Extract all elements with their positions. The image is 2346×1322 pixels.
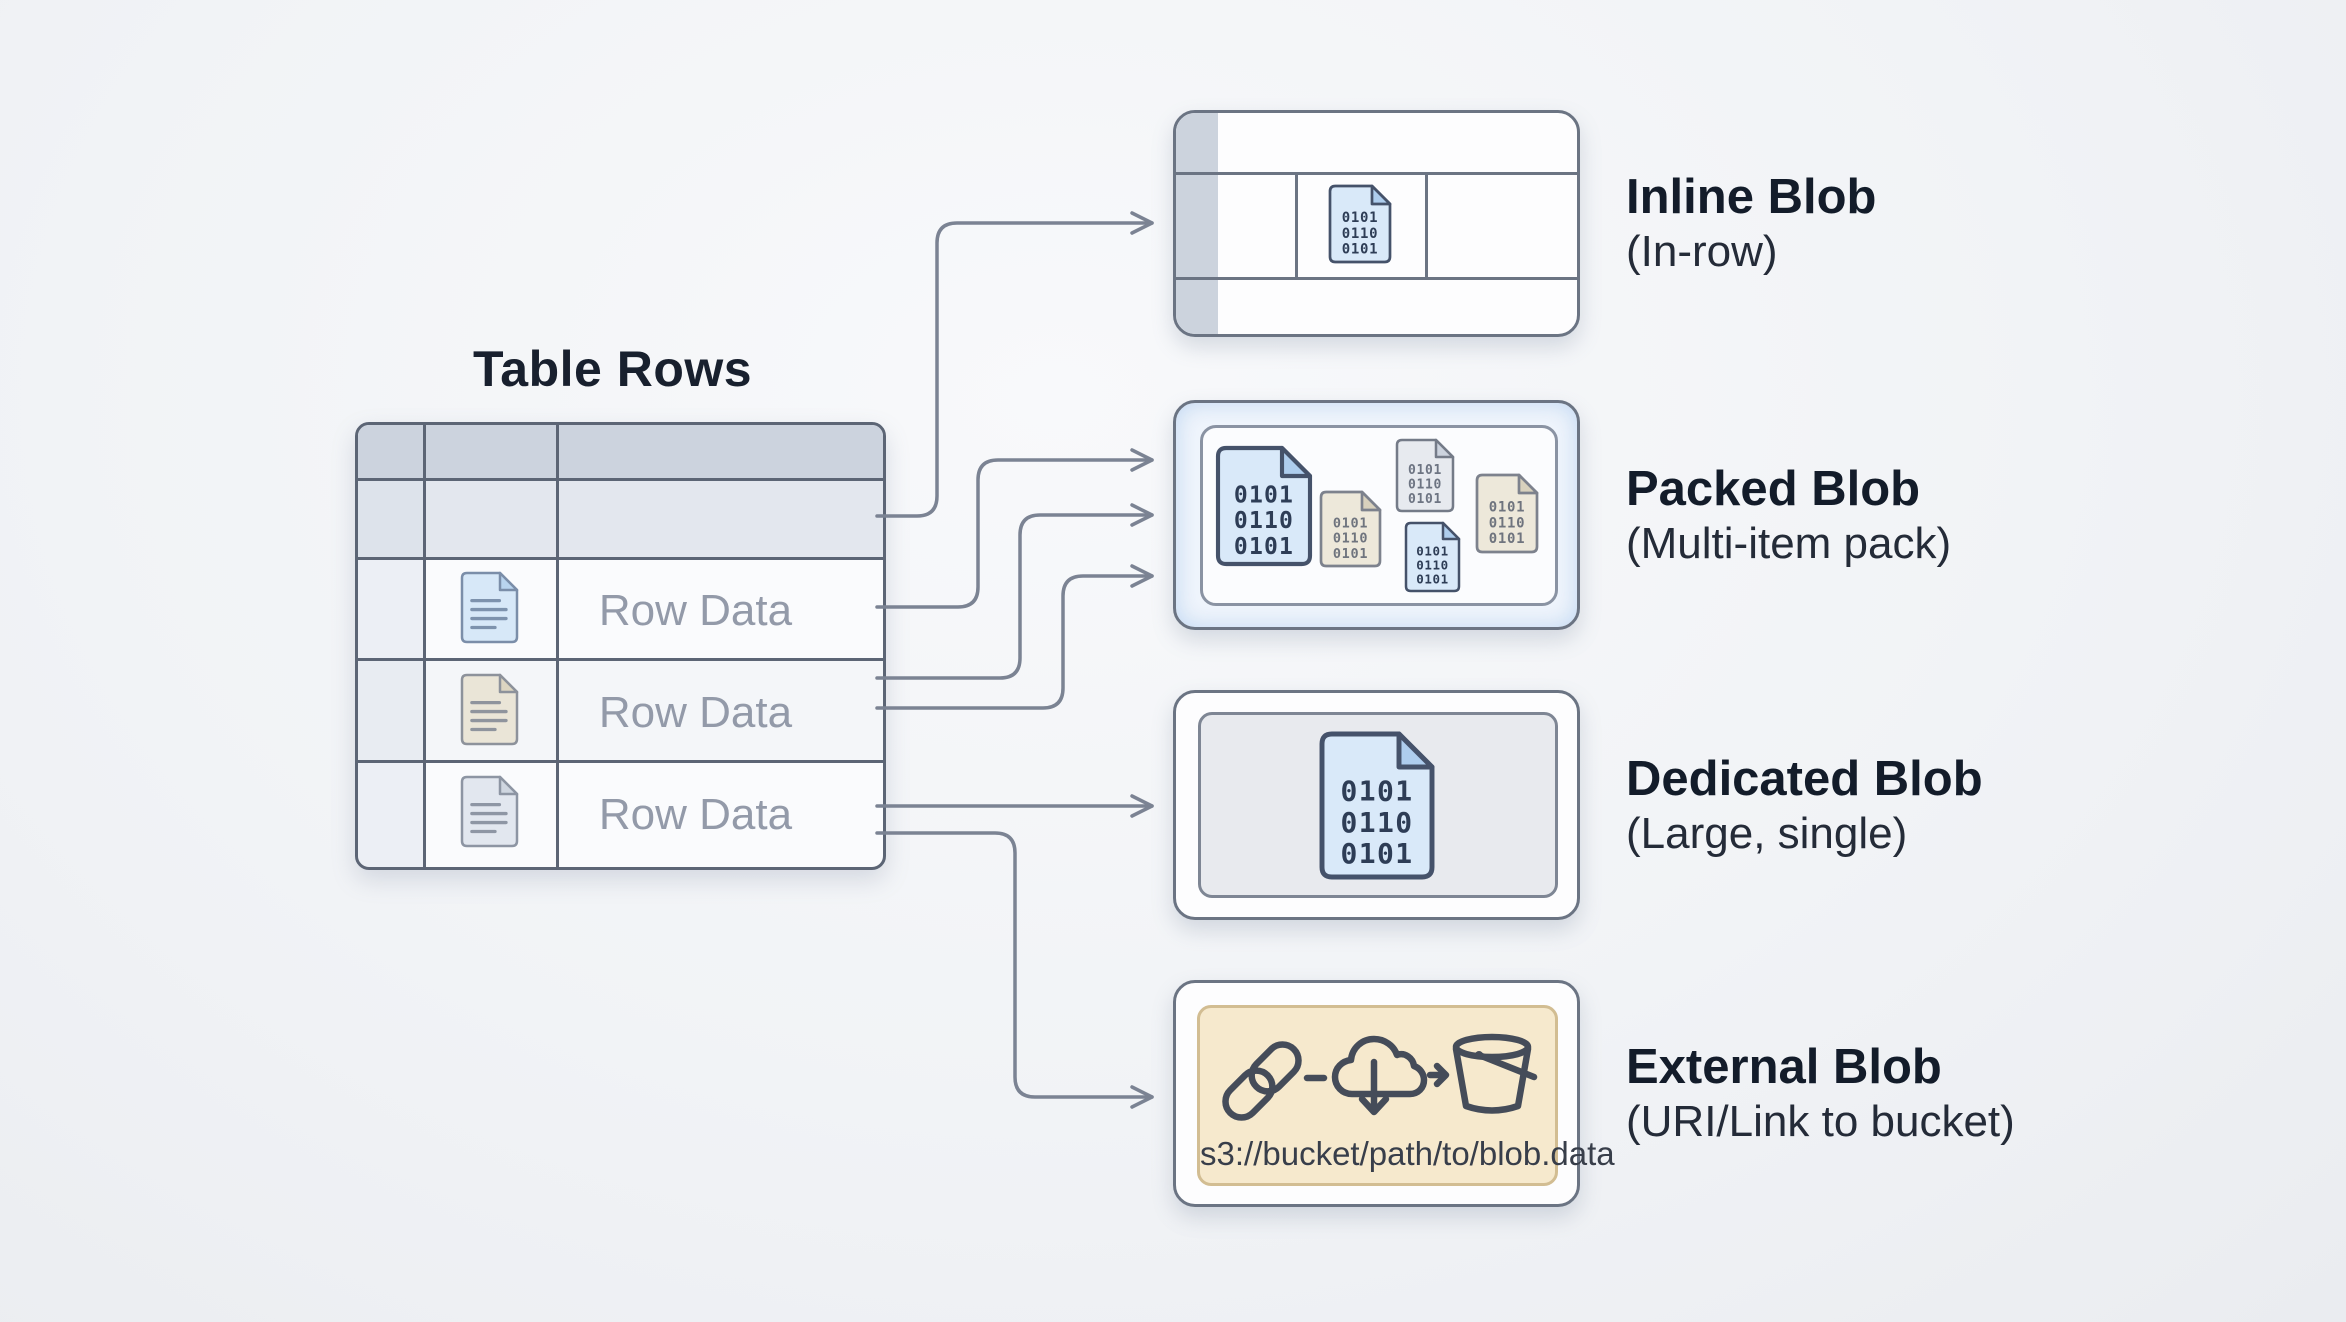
external-blob-label: External Blob (URI/Link to bucket) xyxy=(1626,1031,2266,1155)
inline-mini-table-left-column xyxy=(1176,113,1218,334)
dedicated-blob-inner-container xyxy=(1198,712,1558,898)
dedicated-blob-label: Dedicated Blob (Large, single) xyxy=(1626,743,2266,867)
table-rows-widget xyxy=(355,422,886,870)
arrow-row3-to-external xyxy=(875,831,1154,1109)
arrow-row2-to-packed-b xyxy=(875,564,1154,710)
external-blob-title: External Blob xyxy=(1626,1040,1942,1094)
packed-blob-title: Packed Blob xyxy=(1626,462,1921,516)
inline-mini-table-line-1 xyxy=(1176,172,1577,175)
table-rows-title: Table Rows xyxy=(472,341,753,397)
arrow-emptyrow-to-inline xyxy=(875,211,1154,518)
s3-uri-text: s3://bucket/path/to/blob.data xyxy=(1200,1135,1615,1172)
packed-blob-subtitle: (Multi-item pack) xyxy=(1626,519,1952,568)
table-column-divider-2 xyxy=(556,425,559,867)
external-blob-inner-container: s3://bucket/path/to/blob.data xyxy=(1197,1005,1615,1186)
inline-blob-label: Inline Blob (In-row) xyxy=(1626,161,2266,285)
inline-blob-subtitle: (In-row) xyxy=(1626,227,1778,276)
table-row-divider-4 xyxy=(358,760,883,763)
external-blob-subtitle: (URI/Link to bucket) xyxy=(1626,1097,2015,1146)
packed-blob-box xyxy=(1173,400,1580,630)
dedicated-blob-box xyxy=(1173,690,1580,920)
dedicated-blob-title: Dedicated Blob xyxy=(1626,752,1983,806)
packed-blob-label: Packed Blob (Multi-item pack) xyxy=(1626,453,2266,577)
inline-blob-title: Inline Blob xyxy=(1626,170,1877,224)
table-row2-band xyxy=(358,661,883,760)
arrow-row1-to-packed xyxy=(875,448,1154,609)
table-header-row xyxy=(358,425,883,478)
inline-mini-table-line-2 xyxy=(1176,277,1577,280)
dedicated-blob-subtitle: (Large, single) xyxy=(1626,809,1908,858)
arrow-row2-to-packed-a xyxy=(875,503,1154,680)
connector-arrows xyxy=(875,211,1154,1109)
table-left-column xyxy=(358,481,423,867)
inline-mini-table-cell-left xyxy=(1295,172,1298,280)
table-column-divider-1 xyxy=(423,425,426,867)
row2-data-label: Row Data xyxy=(598,688,793,737)
table-empty-row xyxy=(358,481,883,557)
packed-blob-inner-container xyxy=(1200,425,1558,606)
table-row-divider-1 xyxy=(358,478,883,481)
inline-mini-table-cell-right xyxy=(1425,172,1428,280)
table-row-divider-2 xyxy=(358,557,883,560)
row1-data-label: Row Data xyxy=(598,586,793,635)
table-row-divider-3 xyxy=(358,658,883,661)
external-blob-box: s3://bucket/path/to/blob.data xyxy=(1173,980,1615,1207)
row3-data-label: Row Data xyxy=(598,790,793,839)
inline-blob-box xyxy=(1173,110,1580,337)
